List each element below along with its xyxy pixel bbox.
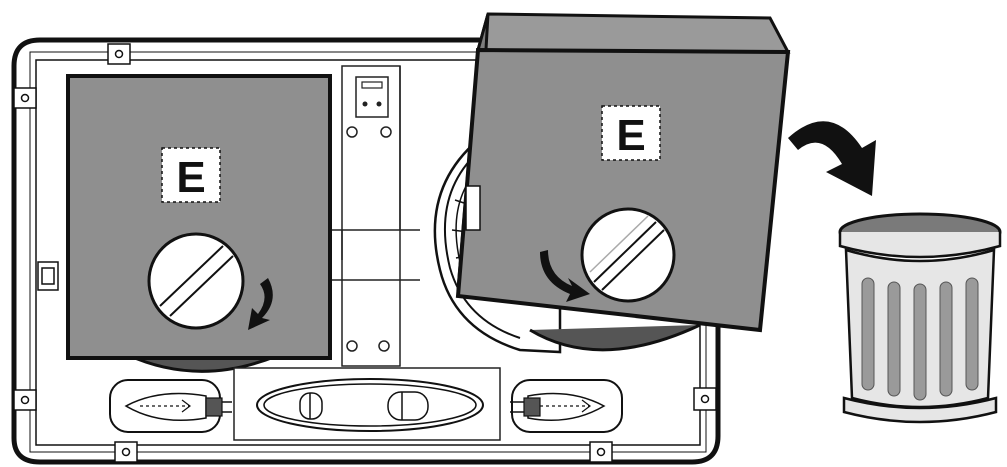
mounting-lug [114,441,138,463]
trash-bin-icon [838,212,1002,424]
left-filter-knob [147,232,245,330]
duct-plug [387,391,429,421]
left-connector [109,379,232,433]
mounting-lug [589,441,613,463]
curved-arrow-icon [540,250,590,302]
right-connector [510,379,623,433]
mounting-lug [13,87,37,109]
filter-label-right: E [616,111,645,160]
curved-arrow-icon [248,278,273,330]
discard-arrow-icon [788,121,876,196]
mounting-lug [13,389,37,411]
center-divider [320,65,420,367]
left-filter: E [66,74,332,360]
side-latch [37,261,59,291]
mounting-lugs [13,43,717,463]
filter-label-left: E [176,153,205,202]
right-filter: E [455,12,791,333]
duct-connectors [233,367,501,441]
right-filter-knob [580,207,676,303]
mounting-lug [693,387,717,411]
control-switch [355,76,389,118]
duct-plug [299,392,323,420]
mounting-lug [107,43,131,65]
